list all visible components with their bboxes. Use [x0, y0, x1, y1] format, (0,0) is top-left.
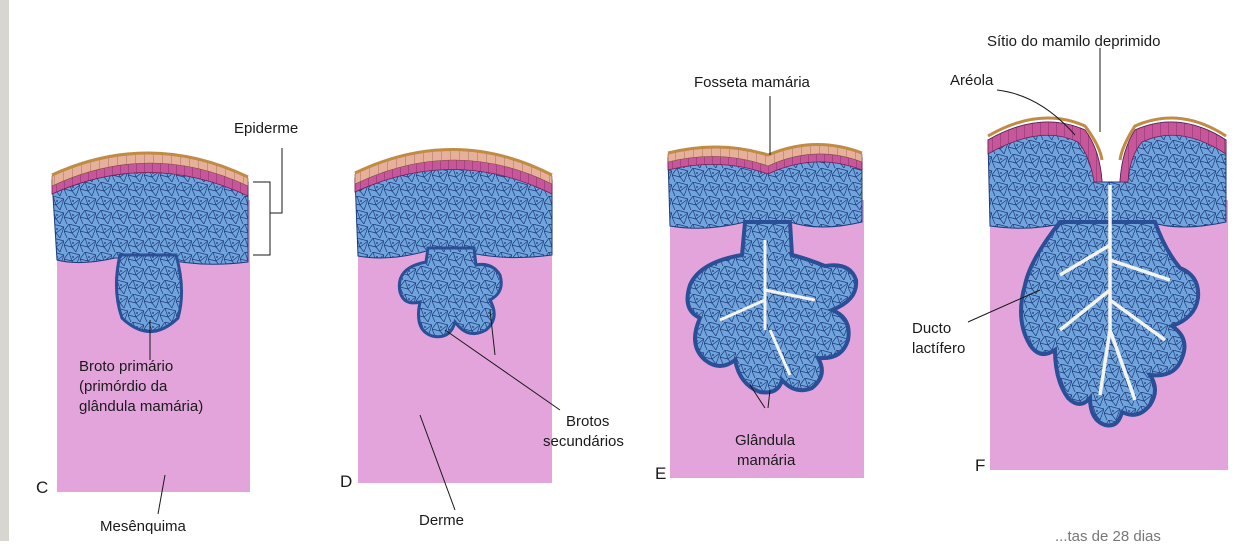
label-broto-primario-3: glândula mamária) — [79, 398, 203, 416]
label-broto-primario-2: (primórdio da — [79, 378, 167, 396]
panel-e — [668, 144, 864, 478]
label-sitio-mamilo: Sítio do mamilo deprimido — [987, 33, 1160, 51]
label-bottom-cut: ...tas de 28 dias — [1055, 528, 1161, 546]
label-broto-primario-1: Broto primário — [79, 358, 173, 376]
label-areola: Aréola — [950, 72, 993, 90]
label-glandula-mamaria-1: Glândula — [735, 432, 795, 450]
panel-letter-c: C — [36, 478, 48, 498]
label-brotos-secundarios-1: Brotos — [566, 413, 609, 431]
panel-d — [355, 149, 552, 483]
label-glandula-mamaria-2: mamária — [737, 452, 795, 470]
panel-letter-e: E — [655, 464, 666, 484]
leader-lines — [150, 48, 1100, 514]
panel-letter-d: D — [340, 472, 352, 492]
label-derme: Derme — [419, 512, 464, 530]
panel-c — [52, 153, 250, 492]
label-fosseta-mamaria: Fosseta mamária — [694, 74, 810, 92]
panel-f — [988, 118, 1228, 470]
label-brotos-secundarios-2: secundários — [543, 433, 624, 451]
label-ducto-2: lactífero — [912, 340, 965, 358]
label-epiderme: Epiderme — [234, 120, 298, 138]
panel-letter-f: F — [975, 456, 985, 476]
epiderme-bracket — [253, 182, 270, 255]
epiderme-leader — [270, 148, 282, 213]
label-ducto-1: Ducto — [912, 320, 951, 338]
label-mesenquima: Mesênquima — [100, 518, 186, 536]
